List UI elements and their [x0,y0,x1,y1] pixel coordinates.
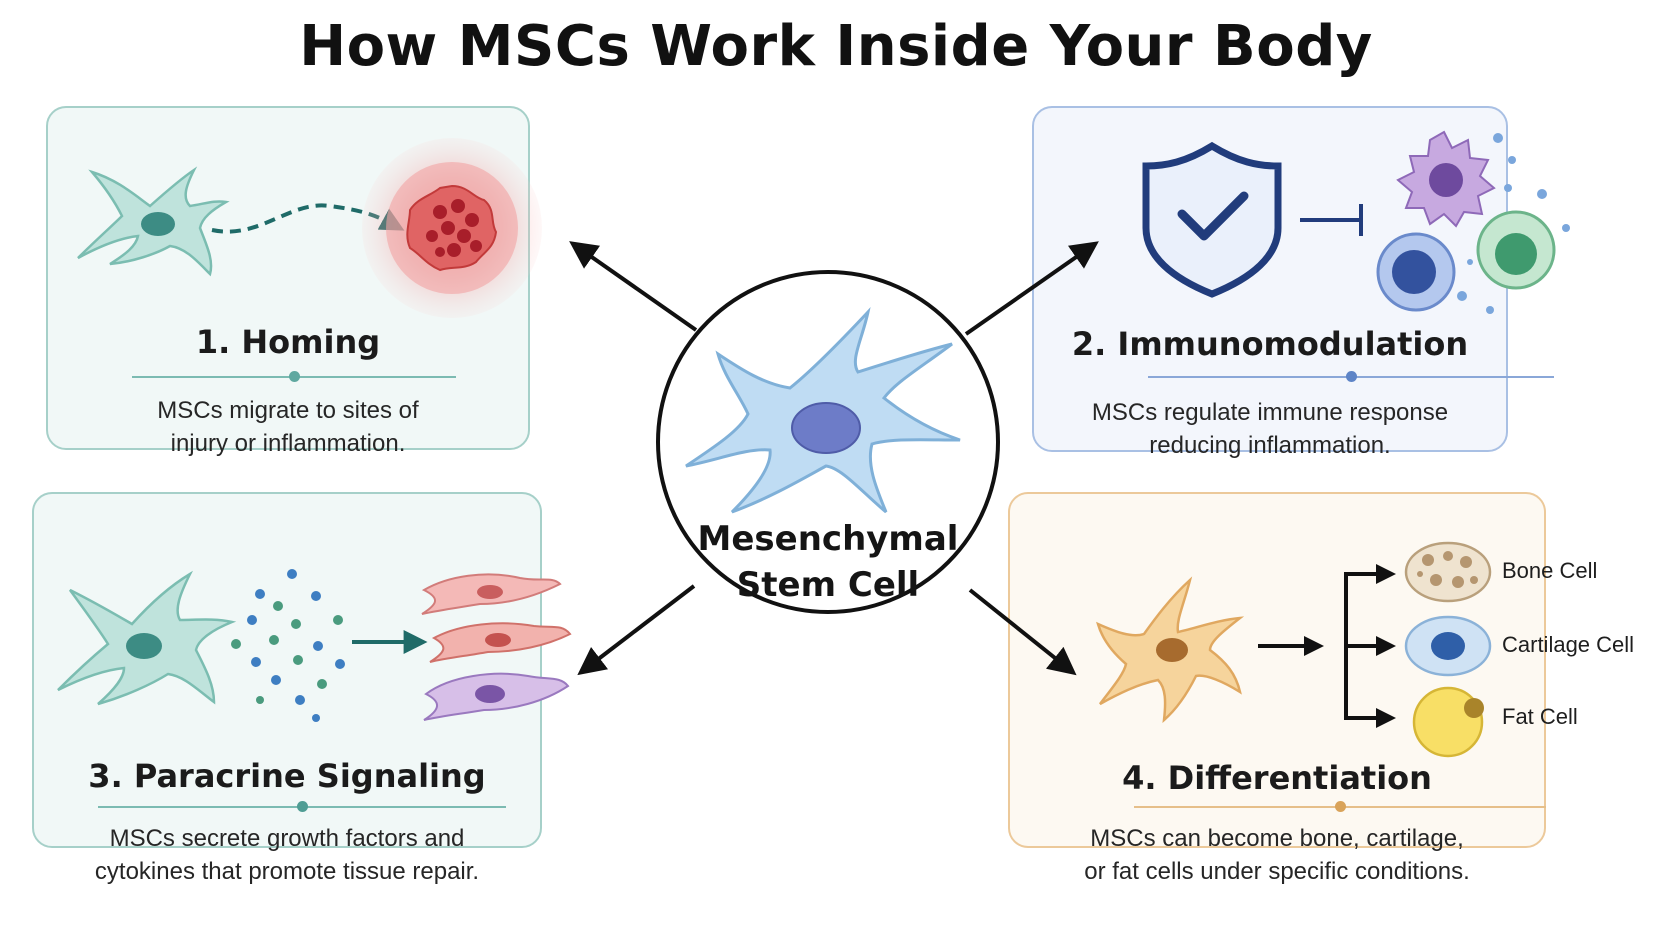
bone-cell-icon [1404,541,1492,603]
paracrine-illustration [57,569,572,722]
paracrine-description: MSCs secrete growth factors and cytokine… [94,825,480,885]
nucleus [141,212,175,236]
nucleus [1156,638,1188,662]
paracrine-title: 3. Paracrine Signaling [88,757,486,795]
arrow-to-differentiation [968,588,1077,676]
center-label: Mesenchymal Stem Cell [648,516,1008,608]
differentiation-divider [1134,801,1546,812]
differentiation-description: MSCs can become bone, cartilage, or fat … [1084,825,1470,885]
arrow-to-paracrine [577,584,696,676]
center-label-line1: Mesenchymal [697,519,959,559]
purple-tissue-cell [423,672,570,721]
nucleus [126,633,162,659]
nucleus [791,402,861,454]
page-title: How MSCs Work Inside Your Body [299,14,1373,79]
homing-description: MSCs migrate to sites of injury or infla… [157,397,419,457]
homing-title: 1. Homing [195,323,381,361]
differentiation-title: 4. Differentiation [1122,759,1432,797]
checkmark-icon [1177,191,1249,241]
arrow-to-immunomodulation [964,241,1099,336]
paracrine-divider [98,801,506,812]
immunomodulation-illustration [1142,130,1570,314]
signaling-molecules [231,569,345,722]
outcome-label-fat: Fat Cell [1502,704,1578,729]
immunomodulation-description: MSCs regulate immune response reducing i… [1091,399,1449,459]
green-immune-cell [1476,210,1556,290]
outcome-label-bone: Bone Cell [1502,558,1598,583]
differentiation-illustration [1096,541,1492,758]
purple-immune-cell [1396,130,1496,228]
homing-divider [132,371,456,382]
outcome-label-cartilage: Cartilage Cell [1502,632,1635,657]
fat-cell-icon [1412,686,1484,758]
homing-illustration [77,138,542,318]
center-label-line2: Stem Cell [736,565,920,605]
salmon-tissue-cell [429,622,572,663]
blue-immune-cell [1376,232,1456,312]
center-stem-cell [656,270,1000,614]
cartilage-cell-icon [1404,615,1492,677]
immunomodulation-title: 2. Immunomodulation [1071,325,1469,363]
pink-tissue-cell [421,573,562,615]
shield-icon [1142,141,1282,298]
arrow-to-homing [569,241,698,332]
immunomodulation-divider [1148,371,1554,382]
